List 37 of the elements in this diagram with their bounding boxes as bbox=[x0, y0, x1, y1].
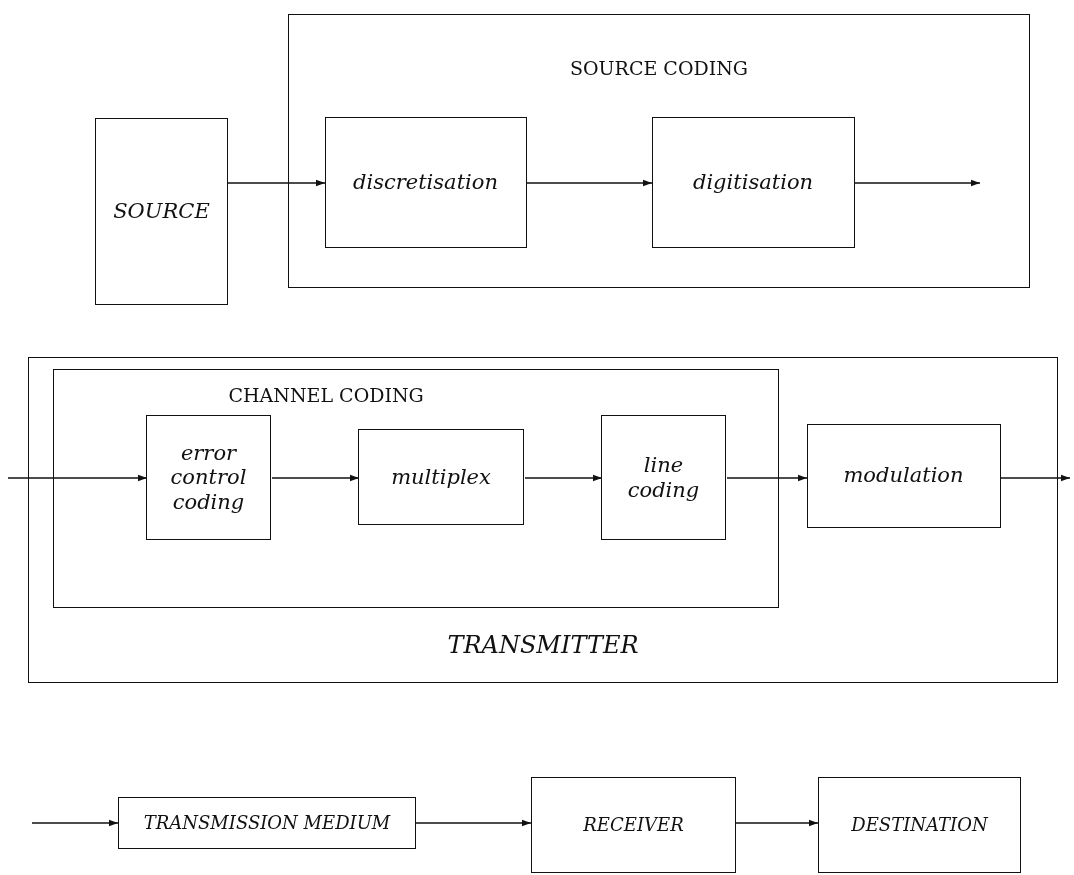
box-label: discretisation bbox=[353, 169, 498, 195]
group-box bbox=[288, 14, 1030, 288]
process-box bbox=[324, 116, 527, 248]
group-heading: SOURCE CODING bbox=[569, 57, 749, 79]
box-label: TRANSMISSION MEDIUM bbox=[143, 812, 391, 834]
arrow bbox=[735, 819, 819, 827]
process-box bbox=[651, 116, 855, 248]
group-heading: CHANNEL CODING bbox=[228, 383, 424, 406]
process-box bbox=[146, 415, 271, 540]
group-box bbox=[28, 357, 1058, 683]
box-label: multiplex bbox=[391, 464, 491, 490]
arrow bbox=[726, 474, 808, 482]
process-box bbox=[601, 415, 726, 540]
arrow bbox=[227, 179, 326, 187]
group-box bbox=[52, 368, 779, 608]
box-label: SOURCE bbox=[113, 199, 210, 224]
arrow bbox=[526, 179, 653, 187]
arrow bbox=[31, 819, 119, 827]
group-heading: TRANSMITTER bbox=[446, 631, 640, 659]
process-box bbox=[531, 777, 736, 873]
arrow bbox=[415, 819, 532, 827]
box-label: RECEIVER bbox=[583, 814, 684, 836]
arrow bbox=[1000, 474, 1071, 482]
process-box bbox=[818, 777, 1021, 873]
process-box bbox=[806, 423, 1001, 528]
arrow bbox=[524, 474, 603, 482]
arrow bbox=[7, 474, 148, 482]
process-box bbox=[358, 429, 524, 525]
box-label: digitisation bbox=[692, 169, 814, 195]
box-label: modulation bbox=[843, 463, 964, 488]
box-label: error control coding bbox=[169, 441, 248, 514]
box-label: DESTINATION bbox=[851, 814, 988, 836]
process-box bbox=[118, 797, 416, 849]
box-label: line coding bbox=[626, 453, 701, 502]
process-box bbox=[95, 118, 228, 305]
arrow bbox=[271, 474, 360, 482]
arrow bbox=[854, 179, 981, 187]
